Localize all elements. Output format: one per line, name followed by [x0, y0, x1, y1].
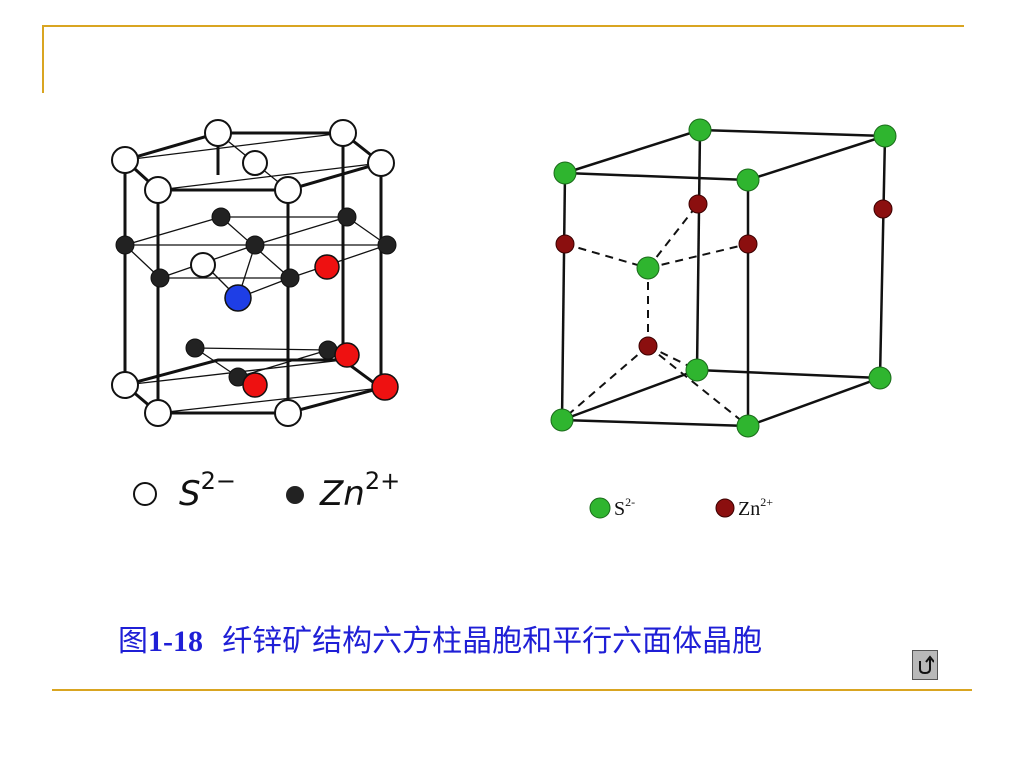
s-ion-legend-marker: [133, 482, 157, 506]
zn-ion-legend-marker: [286, 486, 304, 504]
bottom-frame-line: [52, 689, 972, 691]
svg-text:Zn2+: Zn2+: [738, 495, 773, 520]
s-ion-legend-marker-right: [589, 497, 611, 519]
zn-ion-label-right: Zn: [738, 498, 760, 520]
svg-text:S2−: S2−: [179, 467, 236, 514]
zn-ion-charge: 2+: [365, 467, 400, 495]
left-frame-line: [42, 25, 44, 93]
figure-caption: 图1-18 纤锌矿结构六方柱晶胞和平行六面体晶胞: [118, 620, 878, 664]
parallelepiped-cell: S2- Zn2+: [550, 118, 897, 520]
s-ion-charge: 2−: [201, 467, 236, 495]
top-frame-line: [42, 25, 964, 27]
s-ion-label: S: [179, 474, 201, 514]
s-ion-charge-right: 2-: [625, 495, 635, 509]
return-button[interactable]: [912, 650, 938, 680]
caption-prefix: 图: [118, 624, 148, 659]
svg-text:Zn2+: Zn2+: [319, 467, 400, 514]
return-arrow-icon: [919, 655, 934, 675]
s-ion-label-right: S: [614, 498, 625, 520]
zn-ion-label: Zn: [319, 474, 365, 514]
hexagonal-prism-cell: S2− Zn2+: [111, 119, 400, 514]
caption-text: 纤锌矿结构六方柱晶胞和平行六面体晶胞: [222, 624, 763, 659]
caption-number: 1-18: [148, 625, 203, 658]
zn-ion-legend-marker-right: [715, 498, 735, 518]
zn-ion-charge-right: 2+: [760, 495, 773, 509]
svg-text:S2-: S2-: [614, 495, 635, 520]
